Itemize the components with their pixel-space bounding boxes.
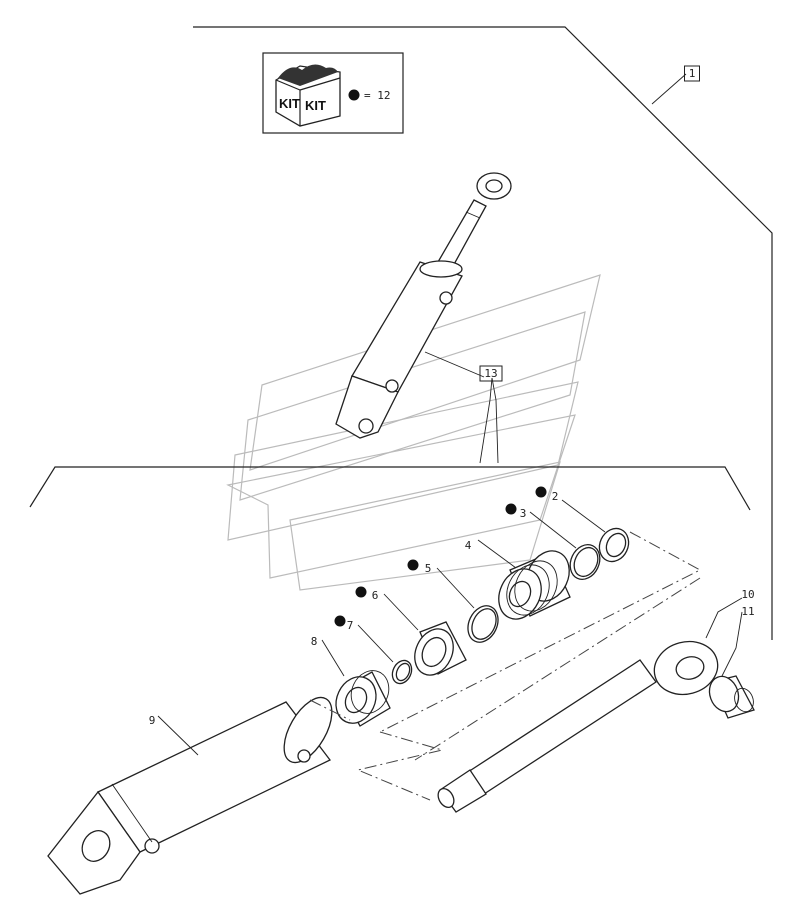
kit-bullet-icon <box>535 486 547 498</box>
part-5-ring <box>467 605 499 643</box>
callout-label-7: 7 <box>347 619 354 632</box>
callout-label-13: 13 <box>484 367 497 380</box>
callout-8: 8 <box>311 635 318 648</box>
part-9-barrel <box>47 696 333 895</box>
part-6-bushing <box>414 621 467 676</box>
callout-label-1: 1 <box>689 67 696 80</box>
callout-10: 10 <box>741 588 754 601</box>
leader-13b <box>479 377 493 464</box>
kit-bullet-icon <box>355 586 367 598</box>
callout-2: 2 <box>535 486 559 503</box>
leader-5 <box>436 567 475 609</box>
leader-4 <box>477 539 517 569</box>
leader-9 <box>157 715 199 756</box>
leader-8 <box>321 639 345 677</box>
callout-label-6: 6 <box>372 589 379 602</box>
callout-4: 4 <box>465 539 472 552</box>
leader-13c <box>491 377 499 464</box>
part-4-piston <box>498 550 571 620</box>
callout-1: 1 <box>684 65 700 82</box>
part-3-oring <box>569 543 601 581</box>
callout-13: 13 <box>479 365 503 382</box>
leader-6 <box>383 593 419 631</box>
callout-3: 3 <box>505 503 527 520</box>
kit-bullet-icon <box>407 559 419 571</box>
callout-label-8: 8 <box>311 635 318 648</box>
callout-label-5: 5 <box>425 562 432 575</box>
assembly-path-lines <box>309 531 702 801</box>
leader-3 <box>529 511 577 549</box>
kit-bullet-icon <box>334 615 346 627</box>
leader-10 <box>705 597 743 639</box>
callout-label-9: 9 <box>149 714 156 727</box>
callout-label-11: 11 <box>741 605 754 618</box>
callout-5: 5 <box>407 559 432 575</box>
callout-9: 9 <box>149 714 156 727</box>
kit-label-right: KIT <box>305 98 326 113</box>
assembled-cylinder <box>335 172 512 439</box>
kit-bullet-icon <box>505 503 517 515</box>
callout-7: 7 <box>334 615 354 632</box>
leader-13a <box>424 351 485 378</box>
leader-1 <box>651 73 687 105</box>
leader-7 <box>357 624 394 663</box>
kit-bullet-icon <box>348 89 360 101</box>
callout-11: 11 <box>741 605 754 618</box>
kit-box: KIT KIT = 12 <box>262 52 404 134</box>
leader-2 <box>561 499 606 533</box>
leader-11 <box>721 611 743 677</box>
callout-box-1 <box>684 65 700 82</box>
part-2-seal <box>598 527 630 563</box>
part-7-small-ring <box>391 659 413 685</box>
watermark-logo <box>226 274 601 591</box>
kit-equals-label: = 12 <box>364 89 391 102</box>
callout-layer: 1 13 2 3 4 5 6 7 8 9 10 11 <box>149 65 755 727</box>
kit-bracket-13 <box>29 466 751 511</box>
part-8-gland <box>335 670 391 727</box>
callout-label-3: 3 <box>520 507 527 520</box>
kit-label-left: KIT <box>279 96 300 111</box>
callout-label-2: 2 <box>552 490 559 503</box>
callout-label-4: 4 <box>465 539 472 552</box>
part-10-rod <box>437 640 719 813</box>
assembly-bracket-1 <box>193 26 773 640</box>
kit-box-icon: KIT KIT <box>275 64 341 127</box>
callout-6: 6 <box>355 586 379 602</box>
part-11-bushing <box>708 675 755 719</box>
callout-label-10: 10 <box>741 588 754 601</box>
callout-box-13 <box>479 365 503 382</box>
